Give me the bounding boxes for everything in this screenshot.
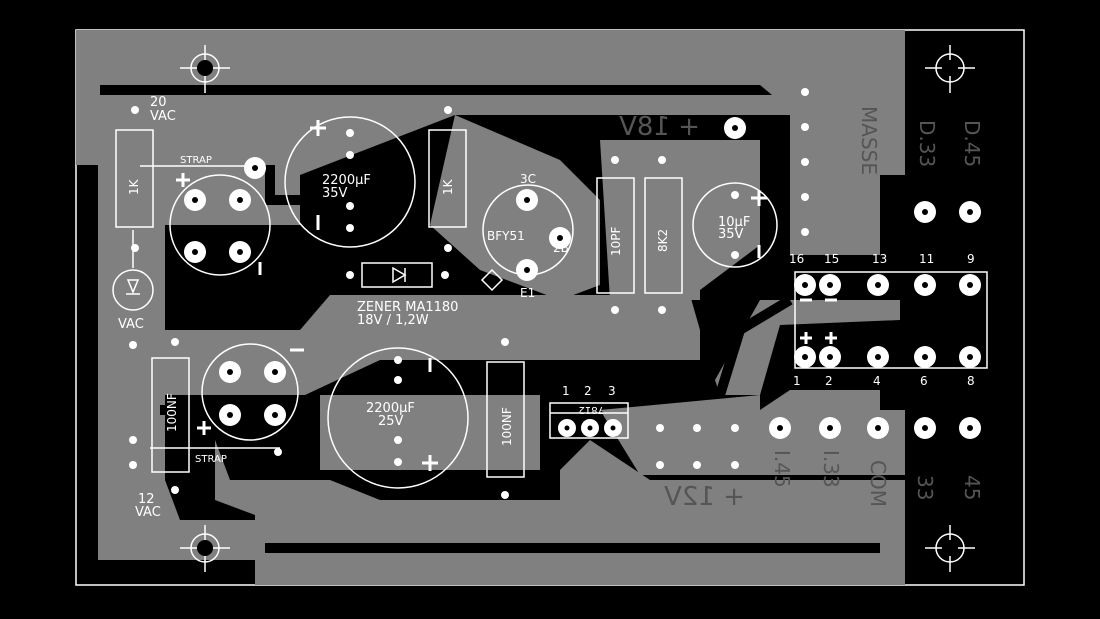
- cap-100nf-mid-label: 100NF: [500, 407, 514, 446]
- ic-pin-13: 13: [872, 252, 887, 266]
- ac20-label-value: 20: [150, 95, 167, 110]
- transistor-base-label: 2B: [553, 241, 569, 255]
- ac12-label-unit: VAC: [135, 505, 161, 520]
- regulator-pin-2: 2: [584, 384, 592, 398]
- cap-2200uf-35v-voltage: 35V: [322, 186, 348, 201]
- cap-10uf-value: 10µF: [718, 215, 750, 230]
- ic-pin-4: 4: [873, 374, 881, 388]
- cap-10uf-voltage: 35V: [718, 227, 744, 242]
- ic-pin-9: 9: [967, 252, 975, 266]
- copper-label-i33: I.33: [819, 450, 843, 488]
- copper-label-com: COM: [866, 460, 890, 507]
- silk-outlines: [112, 116, 988, 489]
- copper-label-d45: D.45: [960, 120, 984, 167]
- mounting-hole-centers: [197, 60, 958, 556]
- trace-gaps: [160, 165, 880, 553]
- strap-top-label: STRAP: [180, 155, 212, 166]
- zener-part-label: ZENER MA1180: [357, 300, 458, 315]
- cap-100nf-left-label: 100NF: [165, 393, 179, 432]
- transistor-emitter-label: E1: [520, 286, 535, 300]
- cap-10pf-label: 10PF: [609, 226, 623, 256]
- ic-pin-6: 6: [920, 374, 928, 388]
- copper-label-d33: D.33: [915, 120, 939, 167]
- regulator-pin-3: 3: [608, 384, 616, 398]
- regulator-name: 7812: [579, 404, 604, 415]
- cap-2200uf-25v-voltage: 25V: [378, 414, 404, 429]
- transistor-collector-label: 3C: [520, 172, 536, 186]
- zener-rating-label: 18V / 1,2W: [357, 313, 429, 328]
- ic-pin-11: 11: [919, 252, 934, 266]
- copper-label-12v: + 12V: [664, 482, 745, 512]
- copper-label-33: 33: [913, 475, 937, 500]
- ac12-label-value: 12: [138, 492, 155, 507]
- ic-pin-16: 16: [789, 252, 804, 266]
- ic-pin-2: 2: [825, 374, 833, 388]
- resistor-8k2-label: 8K2: [656, 229, 670, 252]
- cap-2200uf-35v-value: 2200µF: [322, 173, 371, 188]
- cap-2200uf-25v-value: 2200µF: [366, 401, 415, 416]
- ic-pin-15: 15: [824, 252, 839, 266]
- transistor-name: BFY51: [487, 229, 525, 243]
- copper-label-18v: + 18V: [619, 112, 700, 142]
- ac20-label-unit: VAC: [150, 109, 176, 124]
- copper-label-masse: MASSE: [857, 106, 881, 175]
- resistor-1k-mid-label: 1K: [441, 178, 455, 195]
- ic-pin-8: 8: [967, 374, 975, 388]
- ic-pin-1: 1: [793, 374, 801, 388]
- resistor-1k-left-label: 1K: [127, 178, 141, 195]
- polarity-marks: [176, 120, 837, 471]
- pad-holes: [192, 125, 973, 431]
- strap-bottom-label: STRAP: [195, 454, 227, 465]
- regulator-pin-1: 1: [562, 384, 570, 398]
- led-vac-label: VAC: [118, 317, 144, 332]
- copper-label-i45: I.45: [770, 450, 794, 488]
- copper-label-45: 45: [960, 475, 984, 500]
